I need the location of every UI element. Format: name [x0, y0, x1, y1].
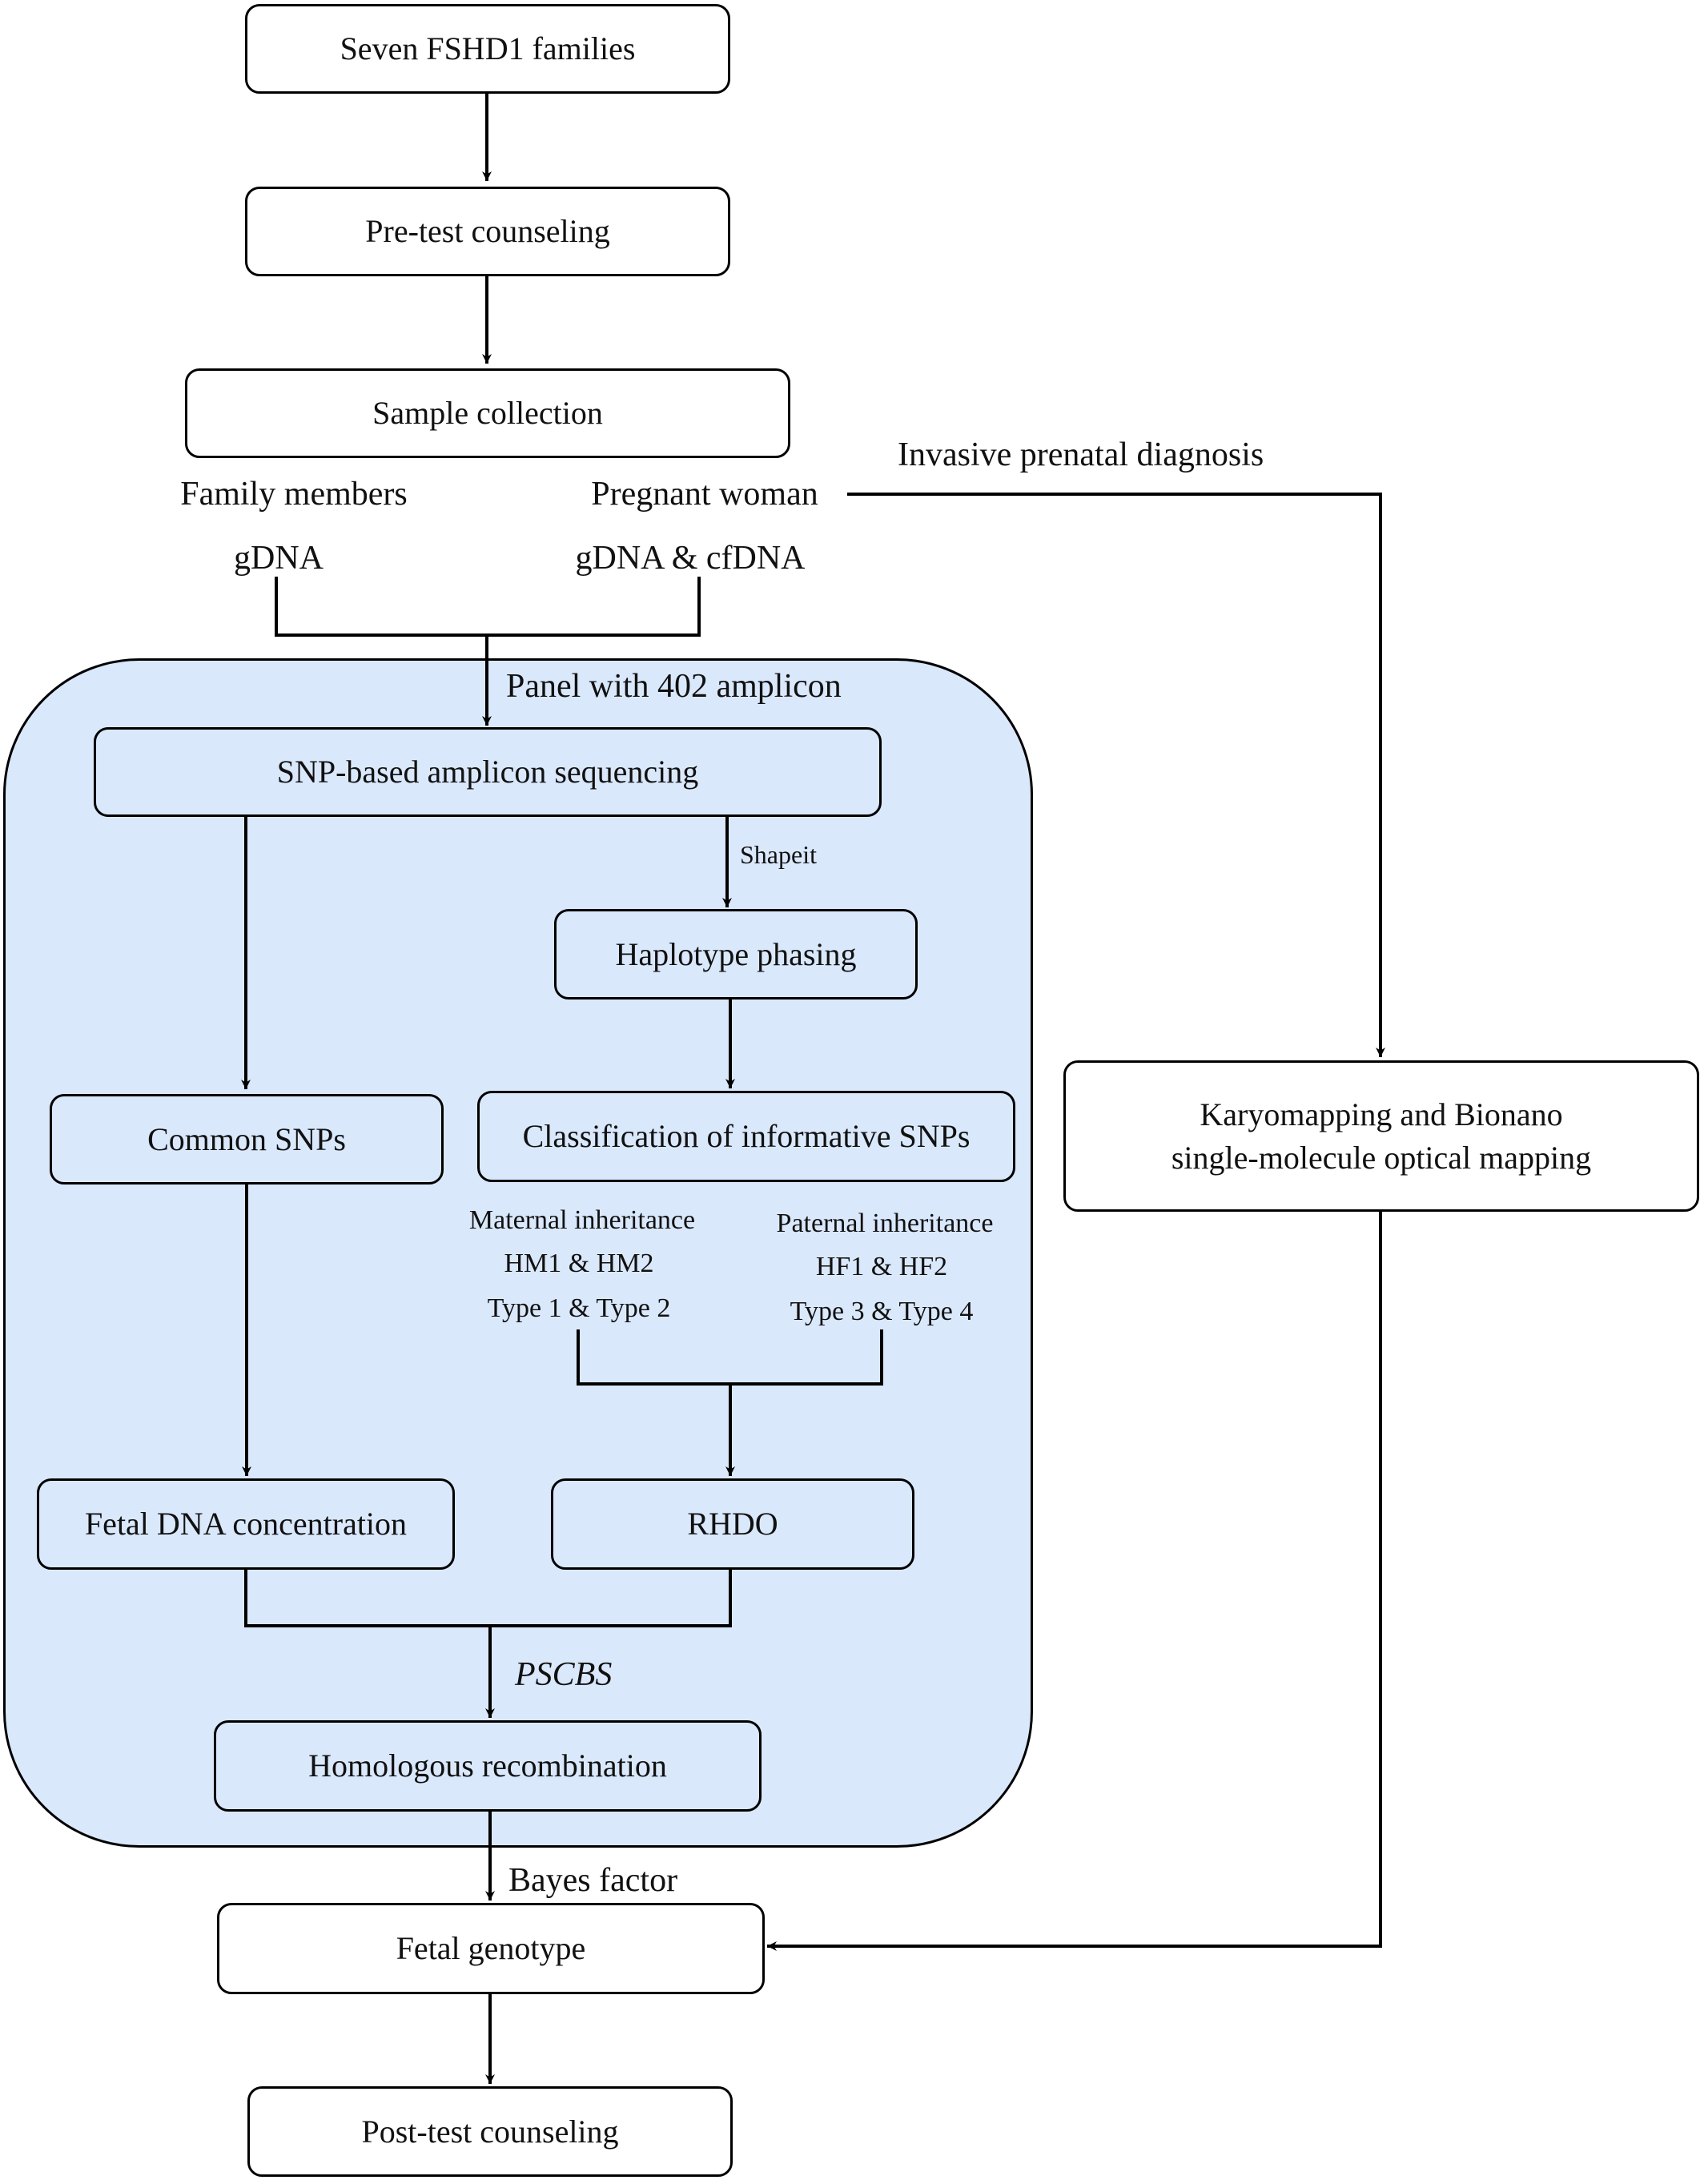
paternal-inheritance-label: Paternal inheritance [776, 1209, 994, 1238]
rhdo-box: RHDO [551, 1478, 914, 1570]
karyomapping-line-2: single-molecule optical mapping [1171, 1139, 1592, 1176]
snp-amplicon-sequencing-box: SNP-based amplicon sequencing [94, 727, 882, 817]
pscbs-label: PSCBS [515, 1656, 613, 1693]
classification-informative-snps-box: Classification of informative SNPs [477, 1091, 1015, 1182]
pretest-counseling-box: Pre-test counseling [245, 187, 730, 276]
posttest-counseling-box: Post-test counseling [247, 2086, 733, 2177]
gdna-cfdna-label: gDNA & cfDNA [575, 540, 806, 577]
maternal-inheritance-label: Maternal inheritance [468, 1205, 696, 1235]
panel-402-amplicon-label: Panel with 402 amplicon [506, 668, 842, 705]
bracket-dna-merge [275, 577, 701, 637]
pregnant-woman-label: Pregnant woman [591, 476, 818, 513]
paternal-hf-label: HF1 & HF2 [815, 1252, 948, 1281]
maternal-type-label: Type 1 & Type 2 [487, 1293, 671, 1323]
arrow-invasive-to-karyomapping [847, 493, 1385, 1057]
seven-families-box: Seven FSHD1 families [245, 4, 730, 94]
sample-collection-box: Sample collection [185, 368, 790, 458]
gdna-label: gDNA [234, 540, 324, 577]
bayes-factor-label: Bayes factor [508, 1862, 678, 1899]
arrow-karyomapping-to-genotype [767, 1211, 1382, 1951]
haplotype-phasing-box: Haplotype phasing [554, 909, 918, 999]
common-snps-box: Common SNPs [50, 1094, 444, 1185]
fetal-dna-concentration-box: Fetal DNA concentration [37, 1478, 455, 1570]
shapeit-label: Shapeit [740, 840, 817, 869]
amplicon-panel-region [3, 658, 1033, 1848]
bracket-inheritance-merge [577, 1329, 883, 1386]
paternal-type-label: Type 3 & Type 4 [790, 1297, 974, 1326]
maternal-hm-label: HM1 & HM2 [504, 1249, 654, 1278]
family-members-label: Family members [180, 476, 408, 513]
karyomapping-bionano-box: Karyomapping and Bionano single-molecule… [1063, 1060, 1699, 1212]
invasive-prenatal-diagnosis-label: Invasive prenatal diagnosis [898, 436, 1264, 473]
karyomapping-line-1: Karyomapping and Bionano [1200, 1096, 1563, 1132]
fetal-genotype-box: Fetal genotype [217, 1903, 765, 1994]
homologous-recombination-box: Homologous recombination [214, 1720, 762, 1812]
bracket-fetal-rhdo-merge [244, 1570, 732, 1627]
